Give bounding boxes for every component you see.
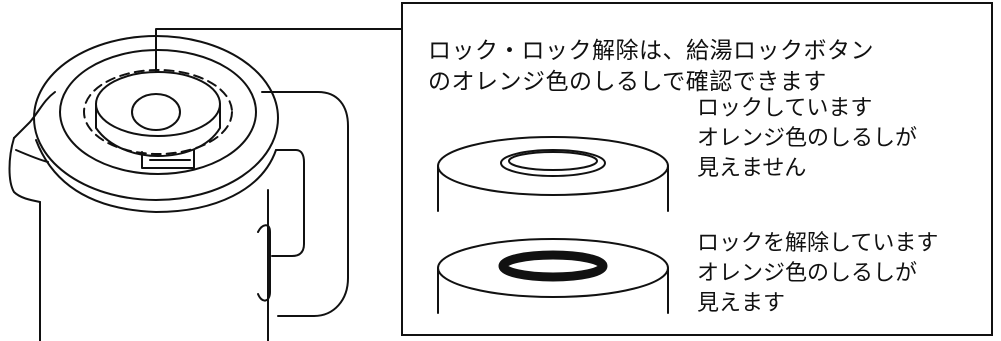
cylinder-locked-sides [437, 165, 669, 212]
lock-button-top [95, 71, 221, 137]
caption-locked-line-2: オレンジ色のしるしが [697, 126, 918, 151]
caption-unlocked-line-2: オレンジ色のしるしが [697, 261, 918, 286]
caption-locked-line-3: 見えません [697, 156, 807, 181]
cylinder-unlocked-top [437, 238, 669, 298]
caption-locked-line-1: ロックしています [697, 96, 873, 121]
kettle-handle-inner [271, 149, 305, 257]
orange-mark-ring [498, 250, 608, 282]
heading-line-2: のオレンジ色のしるしで確認できます [428, 69, 827, 95]
caption-locked: ロックしています オレンジ色のしるしが 見えません [697, 94, 917, 184]
lid-rim-lower-edge [35, 139, 277, 213]
heading-line-1: ロック・ロック解除は、給湯ロックボタン [428, 38, 875, 64]
caption-unlocked: ロックを解除しています オレンジ色のしるしが 見えます [697, 229, 938, 319]
kettle-handle-outer [261, 91, 349, 317]
cylinder-locked-button [500, 149, 606, 177]
callout-panel [401, 2, 993, 336]
lock-button-latch [141, 149, 195, 169]
lock-button-center-circle [131, 93, 181, 131]
panel-heading: ロック・ロック解除は、給湯ロックボタン のオレンジ色のしるしで確認できます [428, 36, 968, 98]
kettle-water-window [257, 224, 271, 302]
caption-unlocked-line-1: ロックを解除しています [697, 231, 939, 256]
cylinder-locked-button-inner [508, 151, 598, 171]
lid-outer-rim [33, 35, 279, 201]
callout-leader-line [155, 28, 402, 73]
caption-unlocked-line-3: 見えます [697, 291, 786, 316]
lock-button-side [95, 103, 221, 157]
kettle-body-left [13, 91, 56, 139]
cylinder-unlocked-sides [437, 267, 669, 314]
lid-inner-rim [59, 49, 257, 175]
cylinder-locked-top [437, 136, 669, 196]
lock-button-dashed-ring [83, 69, 233, 155]
kettle-spout [8, 137, 41, 203]
